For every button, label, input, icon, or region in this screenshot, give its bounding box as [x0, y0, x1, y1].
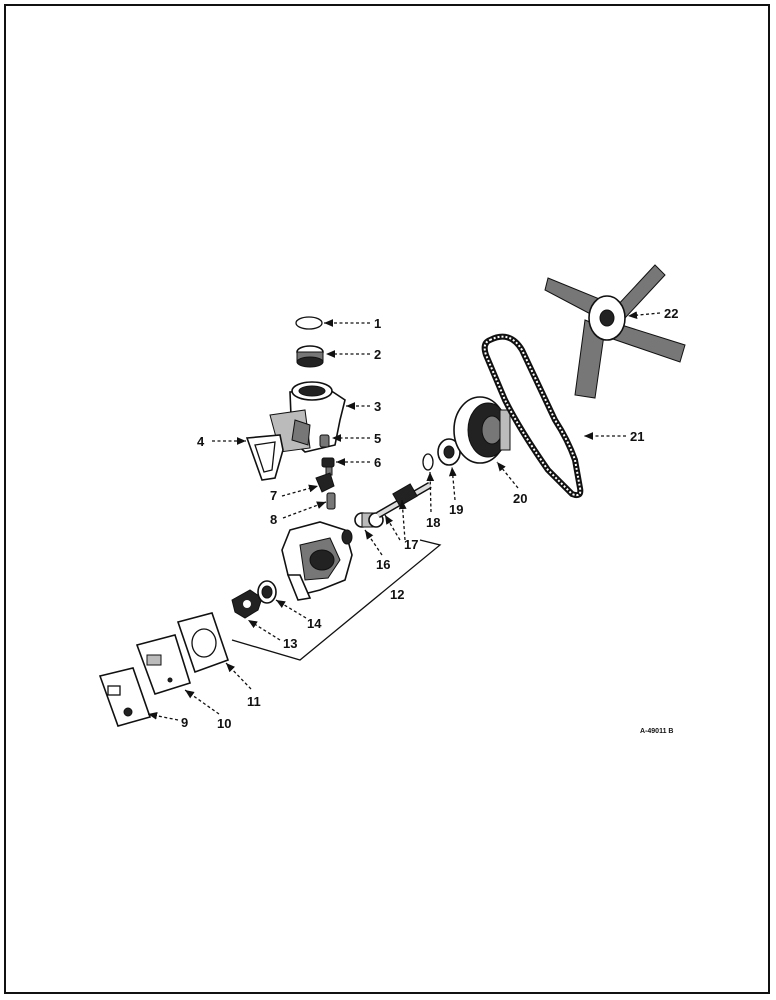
seal-part: [257, 580, 277, 604]
elbow-part: [315, 472, 335, 493]
leader-17b: [398, 499, 407, 541]
leader-9: [147, 711, 179, 721]
callout-7: 7: [270, 488, 277, 503]
water-outlet-housing-part: [269, 381, 346, 453]
leader-22: [627, 311, 661, 320]
leader-17a: [384, 514, 401, 541]
callout-4: 4: [197, 434, 205, 449]
leader-19: [448, 466, 457, 501]
callout-22: 22: [664, 306, 678, 321]
leader-18: [426, 471, 435, 513]
impeller-part: [231, 589, 263, 619]
callout-3: 3: [374, 399, 381, 414]
leader-20: [496, 461, 519, 489]
fan-belt-part: [481, 333, 584, 499]
callout-6: 6: [374, 455, 381, 470]
callout-21: 21: [630, 429, 644, 444]
pulley-part: [453, 396, 511, 464]
callout-16: 16: [376, 557, 390, 572]
callout-19: 19: [449, 502, 463, 517]
cover-plate-part: [135, 634, 192, 695]
retaining-ring-part: [422, 453, 434, 471]
nipple-part: [326, 492, 336, 510]
shaft-part: [376, 481, 432, 519]
leader-10: [184, 689, 220, 715]
plug-part: [319, 434, 330, 448]
callout-20: 20: [513, 491, 527, 506]
callout-1: 1: [374, 316, 381, 331]
callout-10: 10: [217, 716, 231, 731]
callout-14: 14: [307, 616, 322, 631]
leader-11: [225, 662, 252, 690]
callout-11: 11: [247, 694, 261, 709]
snap-ring-part: [295, 316, 323, 330]
leader-14: [275, 599, 307, 619]
leader-13: [247, 619, 281, 641]
fitting-part: [321, 457, 335, 476]
cover-gasket-part: [98, 667, 152, 727]
callout-2: 2: [374, 347, 381, 362]
callout-18: 18: [426, 515, 440, 530]
callout-17: 17: [404, 537, 418, 552]
water-pump-body-part: [281, 521, 353, 601]
callout-8: 8: [270, 512, 277, 527]
leader-7: [281, 484, 319, 497]
bearing-part: [354, 512, 384, 528]
thermostat-part: [296, 345, 324, 368]
callout-13: 13: [283, 636, 297, 651]
leader-16: [364, 529, 383, 556]
hub-part: [437, 438, 461, 466]
leader-8: [282, 501, 327, 519]
callout-9: 9: [181, 715, 188, 730]
bracket-part: [245, 434, 284, 481]
callout-5: 5: [374, 431, 381, 446]
gasket-part: [176, 612, 230, 674]
fan-part: [544, 264, 686, 399]
assembly-bracket-line: [231, 539, 442, 661]
diagram-frame: [4, 4, 770, 994]
drawing-code: A-49011 B: [640, 728, 673, 735]
callout-12: 12: [390, 587, 404, 602]
